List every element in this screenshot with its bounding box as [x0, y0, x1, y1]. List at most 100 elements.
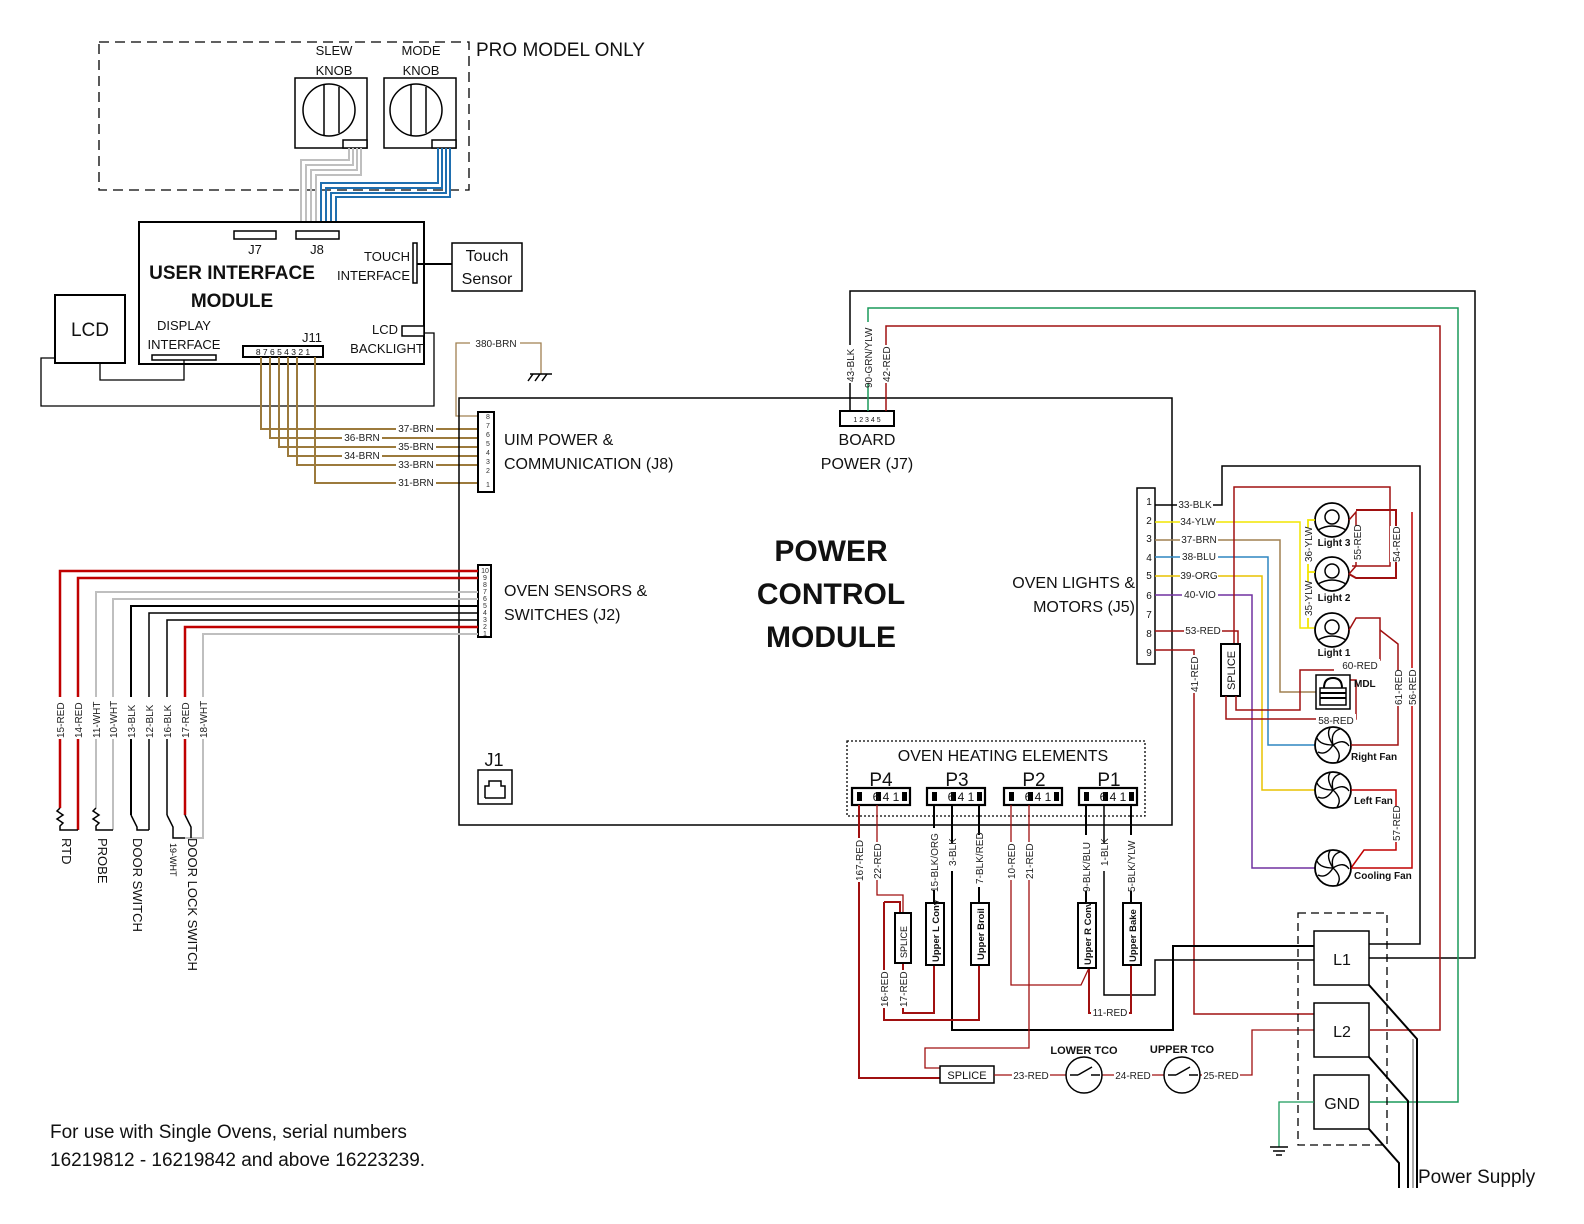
pin-label: 2: [486, 468, 490, 475]
j7-label: BOARD: [839, 432, 896, 449]
j7-pins: 1 2 3 4 5: [853, 417, 880, 424]
plug-p1: 6 4 1: [1077, 786, 1139, 807]
pin-label: 4: [483, 610, 487, 617]
pin-label: 3: [1146, 534, 1152, 545]
lcd-backlight-label: LCD: [372, 322, 398, 337]
wire-label: 54-RED: [1392, 526, 1403, 562]
pcm-j8-connector: [477, 411, 495, 493]
wire-label: 24-RED: [1115, 1071, 1151, 1082]
footnote-line-1: For use with Single Ovens, serial number…: [50, 1122, 407, 1143]
j5-wire-labels: 33-BLK 34-YLW 37-BRN 38-BLU 39-ORG 40-VI…: [1177, 499, 1222, 693]
terminal-block: L1 L2 GND Power Supply: [1270, 912, 1536, 1188]
door-lock-switch-label: DOOR LOCK SWITCH: [185, 838, 200, 971]
mode-knob-wires: [320, 148, 451, 230]
touch-interface-label-2: INTERFACE: [337, 268, 410, 283]
j11-connector: [242, 345, 324, 358]
sensor-labels: RTD PROBE DOOR SWITCH 19-WHT DOOR LOCK S…: [59, 838, 200, 971]
tco-splice-label: SPLICE: [947, 1070, 986, 1082]
light-2-label: Light 2: [1318, 593, 1351, 604]
wire-label: 37-BRN: [398, 424, 434, 435]
wire-label: 31-BRN: [398, 478, 434, 489]
heating-splice-label: SPLICE: [899, 926, 909, 958]
wire-label: 15-RED: [56, 702, 67, 738]
tco-chain: SPLICE 23-RED 24-RED 25-RED LOWER TCO UP…: [939, 1029, 1314, 1094]
plug-p3: 6 4 1: [925, 786, 987, 807]
wire-label: 12-BLK: [145, 704, 156, 738]
display-interface-label-2: INTERFACE: [148, 337, 221, 352]
pin-label: 5: [1146, 571, 1152, 582]
display-interface-label: DISPLAY: [157, 318, 211, 333]
plug-pins: 6 4 1: [1025, 790, 1052, 804]
fans: Right Fan 61-RED Left Fan 57-RED Cooling…: [1314, 512, 1419, 887]
wire-label-19: 19-WHT: [168, 843, 178, 877]
lower-tco-label: LOWER TCO: [1050, 1045, 1118, 1057]
j2-label-2: SWITCHES (J2): [504, 607, 620, 624]
wire-label: 21-RED: [1025, 843, 1036, 879]
slew-knob-label: SLEW: [316, 43, 354, 58]
wire-label: 25-RED: [1203, 1071, 1239, 1082]
wire-label: 3-BLK: [948, 838, 959, 866]
cooling-fan-icon: [1314, 849, 1352, 887]
ground-wire-380: 380-BRN: [455, 338, 552, 417]
wire-label: 43-BLK: [846, 348, 857, 382]
plug-p4-label: P4: [869, 770, 893, 791]
pin-label: 6: [1146, 591, 1152, 602]
wire-label: 15-BLK/ORG: [930, 833, 941, 892]
wire-label: 37-BRN: [1181, 535, 1217, 546]
pro-model-title: PRO MODEL ONLY: [476, 40, 645, 61]
slew-knob-icon: [294, 77, 368, 149]
heating-wires: [858, 805, 1314, 1079]
wire-label: 39-ORG: [1180, 571, 1217, 582]
element-upper-bake: [1122, 902, 1142, 966]
wire-label: 16-BLK: [163, 704, 174, 738]
chassis-ground-icon: [527, 373, 552, 382]
wire-label: 35-BRN: [398, 442, 434, 453]
element-upper-broil: [970, 902, 990, 966]
wire-label: 16-RED: [880, 971, 891, 1007]
mode-knob-icon: [383, 77, 457, 149]
uim-title: USER INTERFACE: [149, 263, 315, 284]
j11-label: J11: [302, 330, 322, 345]
touch-interface-label: TOUCH: [364, 249, 410, 264]
light-3-icon: [1314, 502, 1350, 538]
heating-splice: [894, 912, 912, 964]
oven-heating-elements: OVEN HEATING ELEMENTS P4 P3 P2 P1 6 4 1 …: [846, 740, 1146, 817]
wire-label: 42-RED: [882, 346, 893, 382]
probe-label: PROBE: [95, 838, 110, 884]
rj-jack-icon: [477, 769, 513, 805]
lcd-module: LCD: [40, 294, 435, 407]
wire-label: 13-BLK: [127, 704, 138, 738]
element-upper-l-conv: [925, 902, 945, 966]
wire-label-380: 380-BRN: [475, 339, 516, 350]
pin-label: 8: [483, 582, 487, 589]
pin-label: 9: [483, 575, 487, 582]
j8-label-2: COMMUNICATION (J8): [504, 456, 673, 473]
touch-sensor-label-2: Sensor: [462, 271, 513, 288]
lcd-backlight-label-2: BACKLIGHT: [350, 341, 424, 356]
heating-element-boxes: SPLICE Upper L Conv Upper Broil Upper R …: [894, 899, 1142, 969]
plug-p2: 6 4 1: [1002, 786, 1064, 807]
cooling-fan-label: Cooling Fan: [1354, 871, 1412, 882]
terminal-gnd: [1313, 1074, 1370, 1130]
heating-wire-labels: 167-RED 22-RED 15-BLK/ORG 3-BLK 7-BLK/RE…: [853, 828, 1138, 1019]
wire-label: 34-YLW: [1180, 517, 1216, 528]
j8-wire-labels: 37-BRN 36-BRN 35-BRN 34-BRN 33-BRN 31-BR…: [342, 423, 436, 489]
wire-label: 57-RED: [1392, 805, 1403, 841]
wire-label: 60-RED: [1342, 661, 1378, 672]
wire-label: 11-WHT: [92, 702, 103, 738]
pin-label: 1: [483, 631, 487, 638]
light-2-icon: [1314, 556, 1350, 592]
wire-label: 7-BLK/RED: [975, 832, 986, 884]
sensors: [55, 807, 192, 839]
door-lock-switch-icon-2: [184, 814, 192, 838]
wire-label: 61-RED: [1394, 669, 1405, 705]
wire-label: 36-BRN: [344, 433, 380, 444]
power-supply-label: Power Supply: [1418, 1167, 1536, 1188]
wire-label: 90-GRN/YLW: [864, 327, 875, 388]
pin-label: 3: [483, 617, 487, 624]
uim-j8-label: J8: [310, 242, 324, 257]
element-label: Upper Broil: [976, 908, 987, 960]
wire-label: 9-BLK/BLU: [1082, 842, 1093, 892]
lower-tco-switch-icon: [1065, 1056, 1103, 1094]
pin-label: 6: [486, 432, 490, 439]
